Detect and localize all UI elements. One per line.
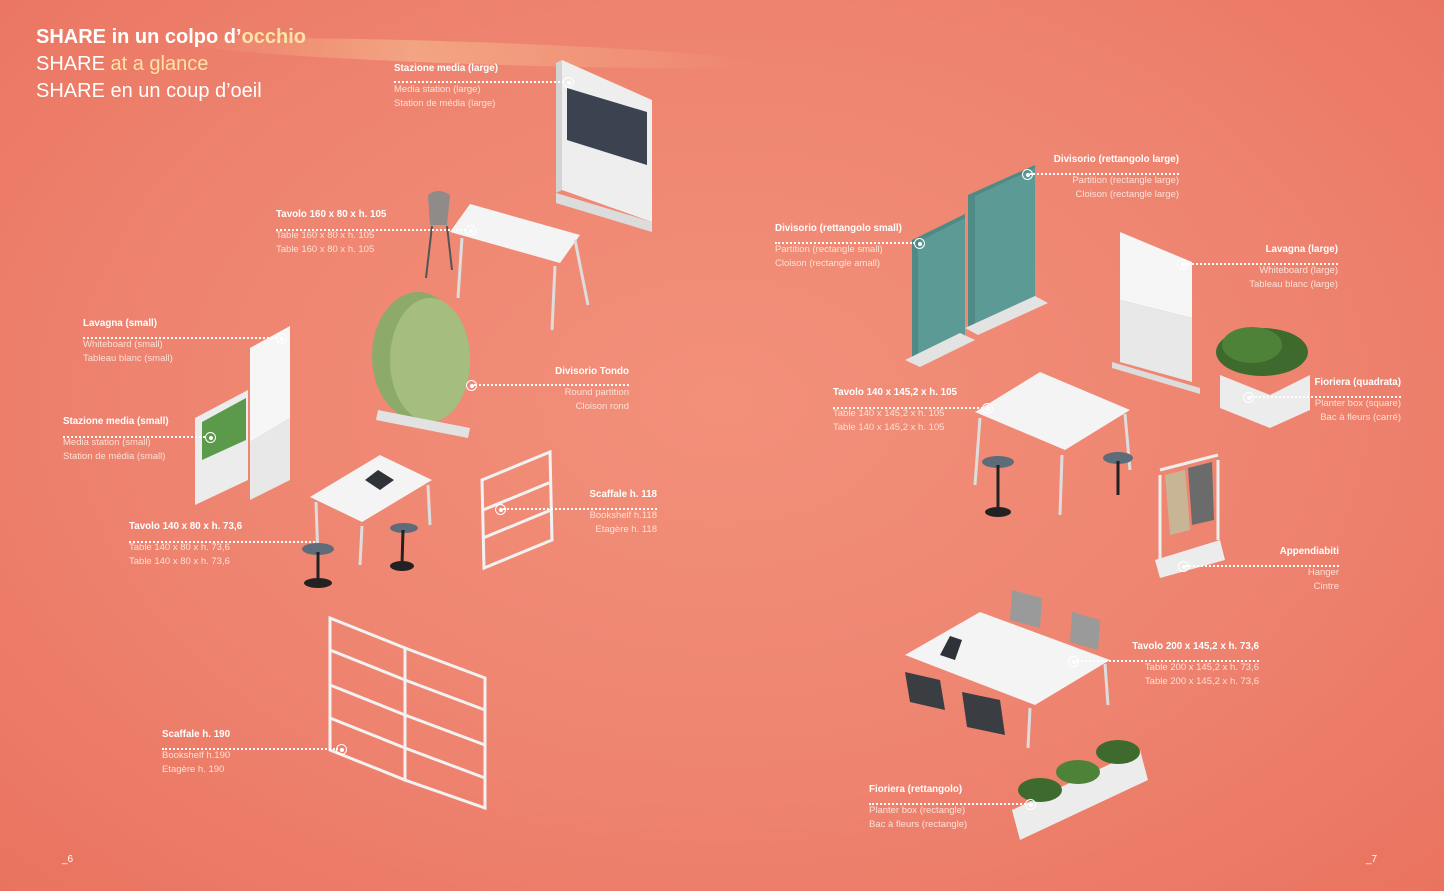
label-table-140-80: Tavolo 140 x 80 x h. 73,6 Table 140 x 80… (129, 521, 243, 567)
leader-line (83, 337, 277, 339)
leader-line (1030, 173, 1179, 175)
hotspot-marker (1177, 259, 1188, 270)
hotspot-marker (1178, 561, 1189, 572)
leader-line (129, 541, 315, 543)
heading-english: SHARE at a glance (36, 53, 209, 75)
table-200-illustration (905, 590, 1110, 749)
hotspot-marker (1068, 656, 1079, 667)
heading-french: SHARE en un coup d’oeil (36, 80, 262, 102)
label-media-station-small: Stazione media (small) Media station (sm… (63, 416, 169, 462)
leader-line (276, 229, 466, 231)
leader-line (63, 436, 205, 438)
page-number-right: _7 (1366, 854, 1378, 865)
label-planter-square: Fioriera (quadrata) Planter box (square)… (1314, 377, 1401, 423)
label-table-200: Tavolo 200 x 145,2 x h. 73,6 Table 200 x… (1132, 641, 1259, 687)
label-media-station-large: Stazione media (large) Media station (la… (394, 63, 498, 109)
table-140-145-illustration (973, 372, 1133, 517)
label-planter-rect: Fioriera (rettangolo) Planter box (recta… (869, 784, 968, 830)
media-station-small-illustration (195, 390, 248, 505)
leader-line (1076, 660, 1259, 662)
hotspot-marker (982, 403, 993, 414)
hotspot-marker (276, 333, 287, 344)
hotspot-marker (466, 380, 477, 391)
whiteboard-small-illustration (250, 326, 290, 500)
label-table-140-145: Tavolo 140 x 145,2 x h. 105 Table 140 x … (833, 387, 957, 433)
leader-line (162, 748, 338, 750)
page-heading: SHARE in un colpo d’occhio SHARE at a gl… (36, 24, 757, 105)
hotspot-marker (465, 225, 476, 236)
hotspot-marker (1022, 169, 1033, 180)
hotspot-marker (1025, 799, 1036, 810)
leader-line (1184, 263, 1338, 265)
heading-italian: SHARE in un colpo d’occhio (36, 26, 306, 48)
label-bookshelf-190: Scaffale h. 190 Bookshelf h.190 Etagère … (162, 729, 231, 775)
hotspot-marker (563, 77, 574, 88)
label-round-partition: Divisorio Tondo Round partition Cloison … (555, 366, 629, 412)
label-table-160: Tavolo 160 x 80 x h. 105 Table 160 x 80 … (276, 209, 387, 255)
label-bookshelf-118: Scaffale h. 118 Bookshelf h.118 Etagère … (589, 489, 657, 535)
round-partition-illustration (372, 292, 470, 438)
hotspot-marker (336, 744, 347, 755)
table-140-80-illustration (302, 455, 432, 588)
leader-line (775, 242, 915, 244)
label-partition-large: Divisorio (rettangolo large) Partition (… (1053, 154, 1179, 200)
planter-square-illustration (1216, 327, 1310, 428)
hanger-illustration (1155, 453, 1225, 578)
label-whiteboard-small: Lavagna (small) Whiteboard (small) Table… (83, 318, 173, 364)
hotspot-marker (1243, 392, 1254, 403)
media-station-large-illustration (556, 60, 652, 232)
partition-illustration (905, 165, 1048, 367)
hotspot-marker (914, 238, 925, 249)
leader-line (1250, 396, 1401, 398)
whiteboard-large-illustration (1112, 232, 1200, 394)
label-partition-small: Divisorio (rettangolo small) Partition (… (775, 223, 902, 269)
label-whiteboard-large: Lavagna (large) Whiteboard (large) Table… (1249, 244, 1338, 290)
page-number-left: _6 (62, 854, 74, 865)
planter-rect-illustration (1012, 740, 1148, 840)
leader-line (833, 407, 983, 409)
leader-line (1186, 565, 1339, 567)
table-160-illustration (425, 191, 590, 331)
bookshelf-190-illustration (328, 615, 487, 811)
hotspot-marker (205, 432, 216, 443)
hotspot-marker (495, 504, 506, 515)
leader-line (474, 384, 629, 386)
leader-line (394, 81, 564, 83)
leader-line (869, 803, 1029, 805)
bookshelf-118-illustration (480, 449, 554, 571)
label-hanger: Appendiabiti Hanger Cintre (1279, 546, 1339, 592)
leader-line (500, 508, 657, 510)
